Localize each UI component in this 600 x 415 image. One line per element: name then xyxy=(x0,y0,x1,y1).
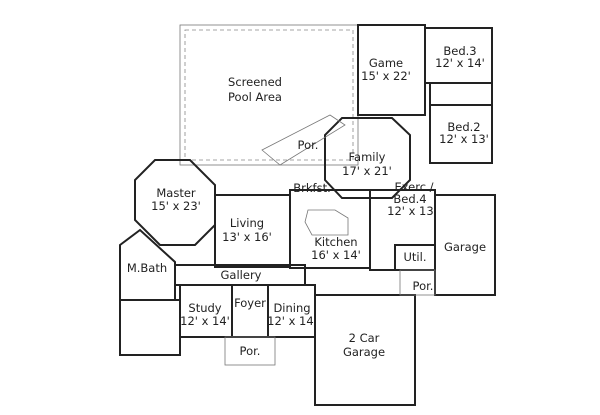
master-walls xyxy=(134,159,216,246)
pool-label: Screened xyxy=(228,75,282,89)
exerc-label: Exerc./ xyxy=(394,180,433,194)
exerc-size: 12' x 13' xyxy=(387,204,437,218)
kitchen-size: 16' x 14' xyxy=(311,248,361,262)
foyer-label: Foyer xyxy=(234,296,266,310)
side-porch-label: Por. xyxy=(413,279,434,293)
dining-label: Dining xyxy=(273,301,310,315)
study-label: Study xyxy=(188,301,221,315)
two-car-garage-walls xyxy=(314,294,416,406)
two-car-garage-label: 2 Car xyxy=(349,331,380,345)
dining-size: 12' x 14' xyxy=(267,314,317,328)
bed2-size: 12' x 13' xyxy=(439,132,489,146)
walls xyxy=(119,24,496,406)
game-label: Game xyxy=(369,56,403,70)
family-walls xyxy=(324,117,411,199)
family-label: Family xyxy=(348,150,385,164)
mbath-label: M.Bath xyxy=(127,261,167,275)
front-porch xyxy=(224,336,276,366)
gallery-label: Gallery xyxy=(221,268,262,282)
family-size: 17' x 21' xyxy=(342,164,392,178)
rear-porch-label: Por. xyxy=(298,138,319,152)
living-label: Living xyxy=(230,216,264,230)
pool-label-2: Pool Area xyxy=(228,90,282,104)
foyer-walls xyxy=(231,284,269,338)
two-car-garage-label-2: Garage xyxy=(343,345,385,359)
bed3-label: Bed.3 xyxy=(443,44,476,58)
game-size: 15' x 22' xyxy=(361,69,411,83)
study-size: 12' x 14' xyxy=(180,314,230,328)
brkfst-label: Brkfst. xyxy=(293,181,330,195)
room-labels: Screened Pool Area Game 15' x 22' Bed.3 … xyxy=(127,44,489,359)
living-size: 13' x 16' xyxy=(222,230,272,244)
front-porch-label: Por. xyxy=(240,344,261,358)
master-label: Master xyxy=(156,186,196,200)
pool-screen xyxy=(184,29,354,161)
kitchen-island xyxy=(304,209,349,236)
rear-porch xyxy=(261,114,346,166)
garage-label: Garage xyxy=(444,240,486,254)
util-label: Util. xyxy=(404,250,427,264)
bed2-label: Bed.2 xyxy=(447,120,480,134)
side-porch xyxy=(399,269,436,296)
exerc-label-2: Bed.4 xyxy=(393,192,426,206)
master-size: 15' x 23' xyxy=(151,199,201,213)
kitchen-label: Kitchen xyxy=(314,235,357,249)
bed3-size: 12' x 14' xyxy=(435,56,485,70)
closet-walls xyxy=(119,299,181,356)
bath-walls xyxy=(429,82,493,106)
